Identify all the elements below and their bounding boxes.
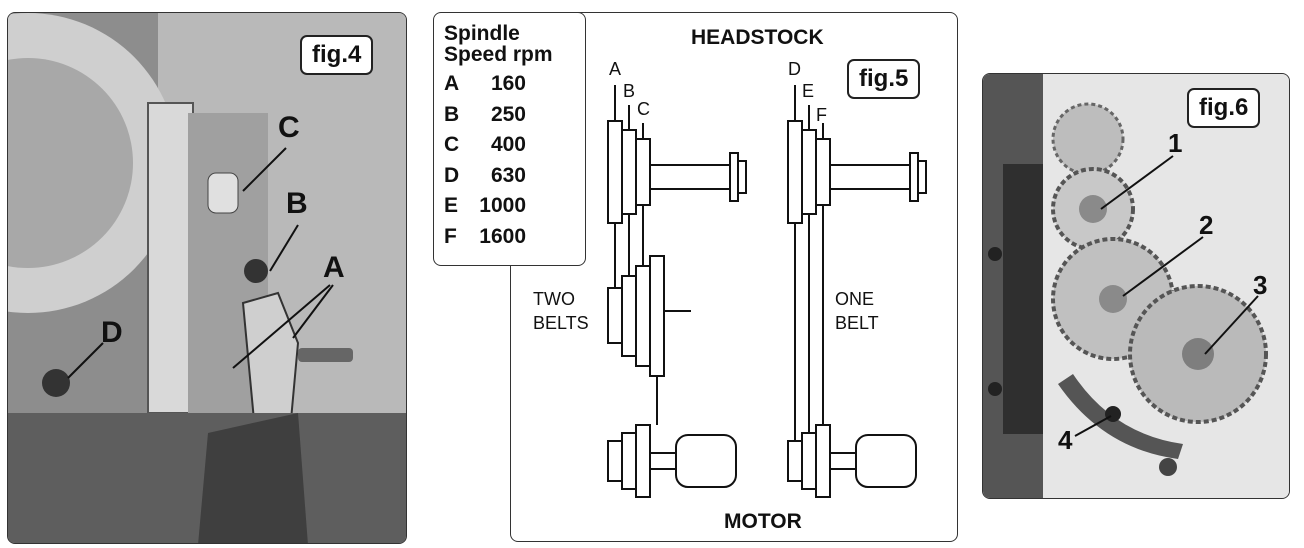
fig6-label: fig.6 xyxy=(1187,88,1261,128)
speed-row: A 160 xyxy=(444,69,585,100)
speed-rpm: 400 xyxy=(490,133,526,156)
fig4-photo: fig.4 C B A D xyxy=(7,12,407,544)
fig4-label: fig.4 xyxy=(300,35,374,75)
speed-rpm: 250 xyxy=(490,102,526,126)
fig4-scene xyxy=(8,13,406,543)
one-belt-line2: BELT xyxy=(835,313,879,333)
fig6-photo: fig.6 1 2 3 4 xyxy=(982,73,1290,499)
speed-table-title-1: Spindle xyxy=(444,22,520,45)
pulley-letter-a: A xyxy=(609,59,622,79)
pulley-letter-f: F xyxy=(816,105,827,125)
fig6-callout-4: 4 xyxy=(1058,425,1073,455)
fig6-callout-2: 2 xyxy=(1199,210,1214,240)
speed-row: F 1600 xyxy=(444,222,585,253)
speed-key: F xyxy=(444,224,457,248)
speed-rpm: 1600 xyxy=(479,224,526,248)
speed-key: B xyxy=(444,102,460,126)
two-belts-line1: TWO xyxy=(533,289,575,309)
speed-rpm: 630 xyxy=(490,163,526,187)
speed-rpm: 160 xyxy=(490,72,526,95)
speed-row: D 630 xyxy=(444,161,585,192)
fig4-callout-a: A xyxy=(323,251,345,284)
belt-diagram xyxy=(607,85,927,498)
fig4-callout-b: B xyxy=(286,187,308,220)
pulley-letter-c: C xyxy=(637,99,650,119)
speed-row: B 250 xyxy=(444,100,585,131)
fig4-callout-d: D xyxy=(101,316,123,349)
speed-rpm: 1000 xyxy=(479,194,526,217)
speed-row: C 400 xyxy=(444,130,585,161)
two-belts-line2: BELTS xyxy=(533,313,589,333)
speed-table-title-2: Speed rpm xyxy=(444,43,553,66)
one-belt-line1: ONE xyxy=(835,289,875,309)
pulley-letter-b: B xyxy=(623,81,636,101)
pulley-letter-d: D xyxy=(788,59,801,79)
speed-row: E 1000 xyxy=(444,191,585,222)
fig4-leader-lines xyxy=(67,147,334,379)
fig4-callout-c: C xyxy=(278,111,300,144)
speed-key: D xyxy=(444,163,460,187)
speed-key: C xyxy=(444,133,460,156)
speed-key: A xyxy=(444,72,460,95)
motor-label: MOTOR xyxy=(724,510,802,533)
pulley-letter-e: E xyxy=(802,81,815,101)
speed-key: E xyxy=(444,194,459,217)
headstock-label: HEADSTOCK xyxy=(691,26,824,49)
fig5-label: fig.5 xyxy=(847,59,921,99)
fig6-callout-3: 3 xyxy=(1253,270,1268,300)
fig6-leader-lines xyxy=(1074,155,1259,437)
fig5-diagram: HEADSTOCK MOTOR A B C D E F TWO BELTS ON… xyxy=(510,12,958,542)
fig6-callout-1: 1 xyxy=(1168,128,1183,158)
